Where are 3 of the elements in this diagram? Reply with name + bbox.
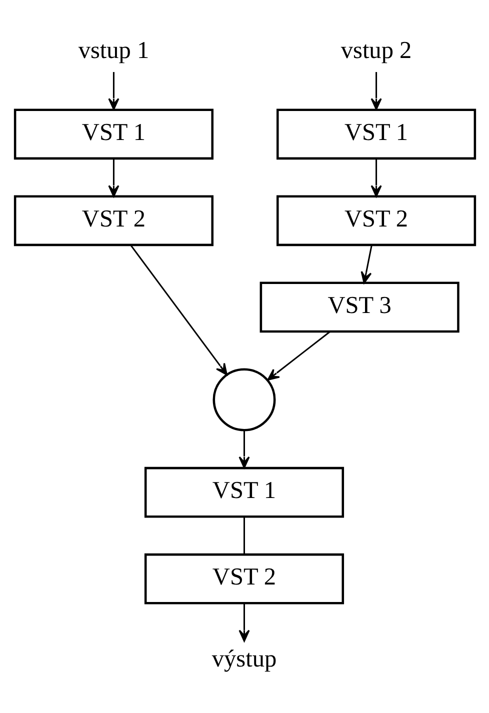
- node-text: vstup 1: [78, 36, 149, 64]
- node-text: výstup: [211, 646, 276, 673]
- node-text: vstup 2: [340, 36, 412, 64]
